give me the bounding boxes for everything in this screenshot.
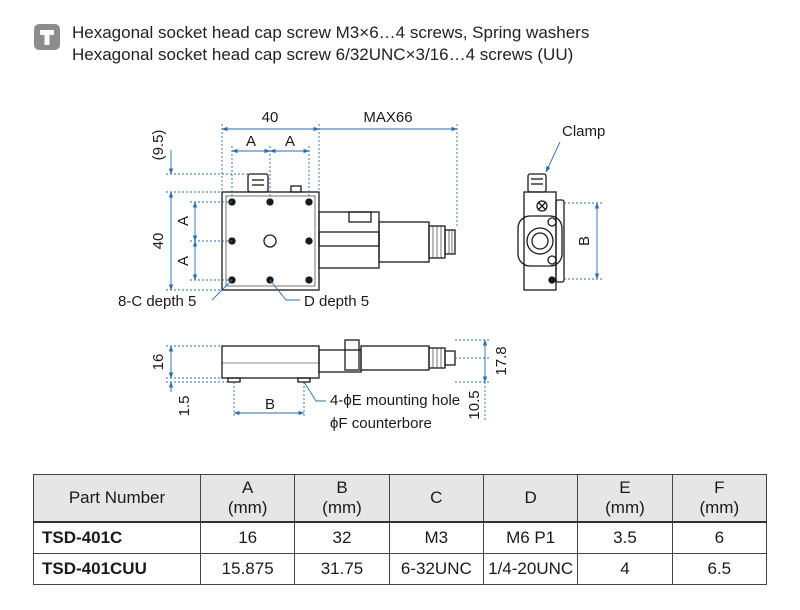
dim-a-upper: A	[175, 216, 192, 226]
note-washer-text: Spring washers	[472, 23, 590, 42]
side-view	[517, 173, 565, 291]
cell-f: 6	[671, 521, 768, 554]
header-b: B(mm)	[294, 474, 390, 523]
front-dim-17-8: 17.8	[493, 346, 510, 375]
note-screw-text: Hexagonal socket head cap screw M3×6…4 s…	[72, 23, 463, 42]
dim-top-offset: (9.5)	[150, 130, 167, 161]
dimension-drawing: 40 MAX66 A A (9.5) 40 A A 8-C depth 5 D …	[118, 109, 605, 432]
note-line-1: Hexagonal socket head cap screw M3×6…4 s…	[72, 23, 589, 43]
dim-a-lower: A	[175, 256, 192, 266]
label-holes-c: 8-C depth 5	[118, 293, 196, 310]
cell-d: 1/4-20UNC	[482, 553, 579, 585]
top-view	[221, 173, 456, 291]
label-hole-d: D depth 5	[304, 293, 369, 310]
screw-pack-icon	[34, 24, 60, 50]
note-line-2: Hexagonal socket head cap screw 6/32UNC×…	[72, 45, 574, 64]
table-row: TSD-401CUU 15.875 31.75 6-32UNC 1/4-20UN…	[33, 553, 768, 585]
dim-width-40: 40	[262, 109, 279, 126]
cell-b: 31.75	[294, 553, 390, 585]
header-c: C	[388, 474, 484, 523]
header-f: F(mm)	[671, 474, 768, 523]
side-dim-b: B	[576, 236, 593, 246]
cell-e: 4	[577, 553, 673, 585]
cell-part-number: TSD-401C	[33, 521, 201, 554]
front-dim-b: B	[265, 396, 275, 413]
side-view-dimensions	[545, 141, 602, 280]
cell-d: M6 P1	[482, 521, 579, 554]
header-part-number: Part Number	[33, 474, 201, 523]
note-separator: ,	[462, 23, 473, 42]
header-d: D	[482, 474, 579, 523]
front-dim-10-5: 10.5	[466, 390, 483, 419]
dim-a-left: A	[246, 133, 256, 150]
front-view-dimensions	[166, 339, 490, 420]
header-a: A(mm)	[199, 474, 296, 523]
cell-a: 15.875	[199, 553, 296, 585]
label-clamp: Clamp	[562, 123, 605, 140]
front-view	[221, 339, 456, 383]
label-counterbore: ϕF counterbore	[330, 415, 432, 432]
screw-note: Hexagonal socket head cap screw M3×6…4 s…	[34, 22, 774, 72]
table-row: TSD-401C 16 32 M3 M6 P1 3.5 6	[33, 521, 768, 554]
front-dim-16: 16	[150, 354, 167, 371]
dim-max-66: MAX66	[363, 109, 412, 126]
top-view-dimensions	[166, 124, 458, 301]
cell-c: M3	[388, 521, 484, 554]
header-e: E(mm)	[577, 474, 673, 523]
cell-e: 3.5	[577, 521, 673, 554]
cell-part-number: TSD-401CUU	[33, 553, 201, 585]
cell-a: 16	[199, 521, 296, 554]
front-dim-1-5: 1.5	[176, 396, 193, 417]
dim-a-right: A	[285, 133, 295, 150]
table-header-row: Part Number A(mm) B(mm) C D E(mm) F(mm)	[33, 474, 768, 523]
cell-b: 32	[294, 521, 390, 554]
dim-height-40: 40	[150, 233, 167, 250]
spec-table: Part Number A(mm) B(mm) C D E(mm) F(mm) …	[33, 474, 768, 585]
label-mount-hole: 4-ϕE mounting hole	[330, 392, 460, 409]
cell-f: 6.5	[671, 553, 768, 585]
cell-c: 6-32UNC	[388, 553, 484, 585]
